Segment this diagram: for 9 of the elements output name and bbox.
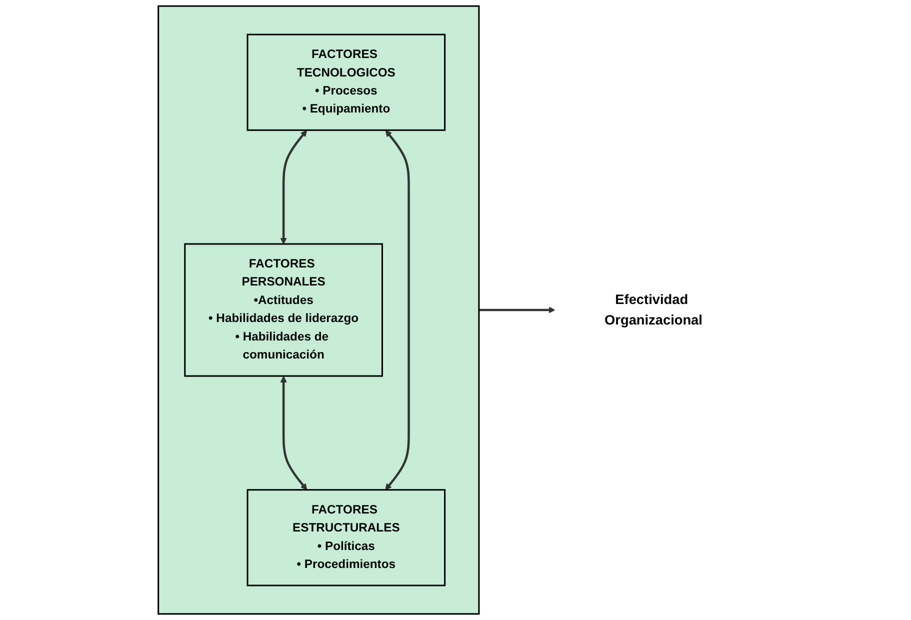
- node-box: FACTORES ESTRUCTURALES • Políticas • Procedimientos: [247, 489, 446, 586]
- arrow: [280, 376, 308, 490]
- cluster: [158, 5, 480, 615]
- node-text: Efectividad Organizacional: [604, 292, 703, 328]
- node-box: FACTORES TECNOLOGICOS • Procesos • Equipamiento: [247, 34, 446, 131]
- arrow: [479, 306, 556, 314]
- node-box: FACTORES PERSONALES •Actitudes • Habilidades de liderazgo • Habilidades de comunicación: [184, 243, 384, 377]
- arrow: [385, 130, 410, 490]
- arrow: [280, 130, 308, 244]
